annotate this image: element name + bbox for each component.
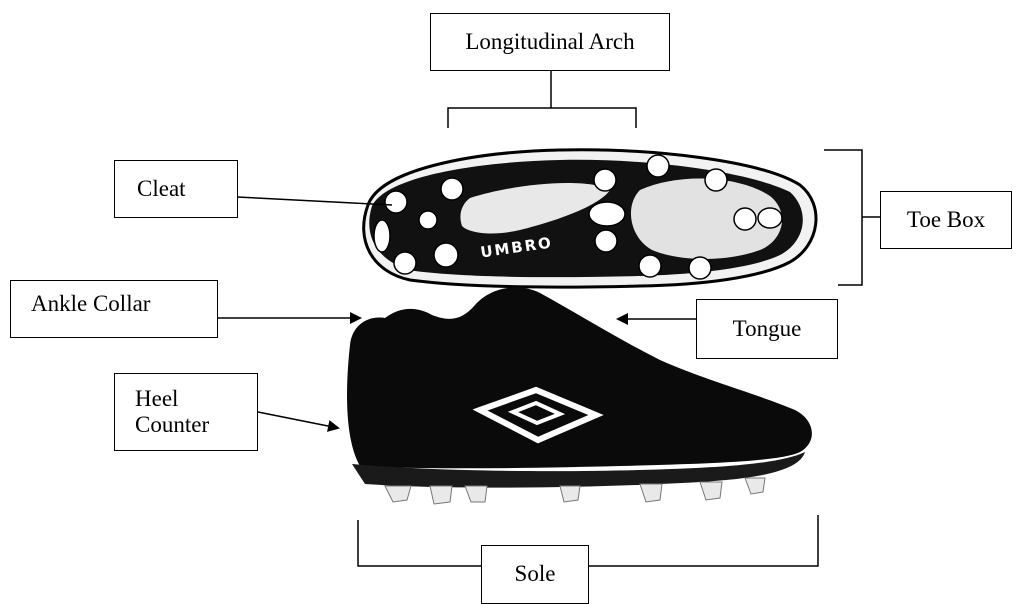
stud	[374, 220, 390, 252]
longitudinal-arch-text: Longitudinal Arch	[465, 29, 634, 55]
tongue-text: Tongue	[733, 316, 802, 342]
stud	[430, 486, 452, 504]
cleat-text: Cleat	[137, 176, 186, 202]
stud	[758, 208, 782, 228]
sole-bracket-right	[589, 515, 818, 566]
stud	[594, 169, 616, 191]
stud	[385, 486, 411, 502]
toe-box-label: Toe Box	[880, 191, 1012, 249]
sole-label: Sole	[481, 545, 589, 604]
ankle-collar-text: Ankle Collar	[31, 291, 150, 317]
toe-box-bracket	[824, 150, 862, 285]
stud	[640, 484, 662, 502]
stud	[434, 243, 458, 267]
heel-counter-text-line2: Counter	[135, 412, 209, 438]
stud	[639, 255, 661, 277]
tongue-label: Tongue	[696, 299, 838, 359]
stud	[700, 482, 722, 500]
stud	[647, 155, 669, 177]
heel-counter-text-line1: Heel	[135, 386, 178, 412]
shoe-sole-top-view: UMBRO	[364, 150, 816, 287]
ankle-collar-label: Ankle Collar	[10, 280, 218, 338]
toe-box-text: Toe Box	[907, 207, 985, 233]
stud	[419, 211, 437, 229]
stud	[595, 230, 617, 252]
cleat-label: Cleat	[114, 160, 238, 218]
longitudinal-arch-label: Longitudinal Arch	[430, 13, 670, 71]
arch-bracket	[448, 108, 636, 128]
sole-text: Sole	[515, 561, 556, 587]
stud	[705, 169, 727, 191]
stud	[589, 202, 625, 226]
stud	[394, 252, 416, 274]
stud	[465, 486, 487, 502]
heel-counter-arrow	[258, 412, 338, 428]
stud	[734, 208, 756, 230]
stud	[441, 178, 463, 200]
sole-bracket	[358, 520, 481, 566]
stud	[745, 478, 765, 494]
stud	[385, 191, 407, 213]
stud	[689, 257, 711, 279]
heel-counter-label: Heel Counter	[114, 373, 258, 451]
stud	[560, 486, 580, 502]
